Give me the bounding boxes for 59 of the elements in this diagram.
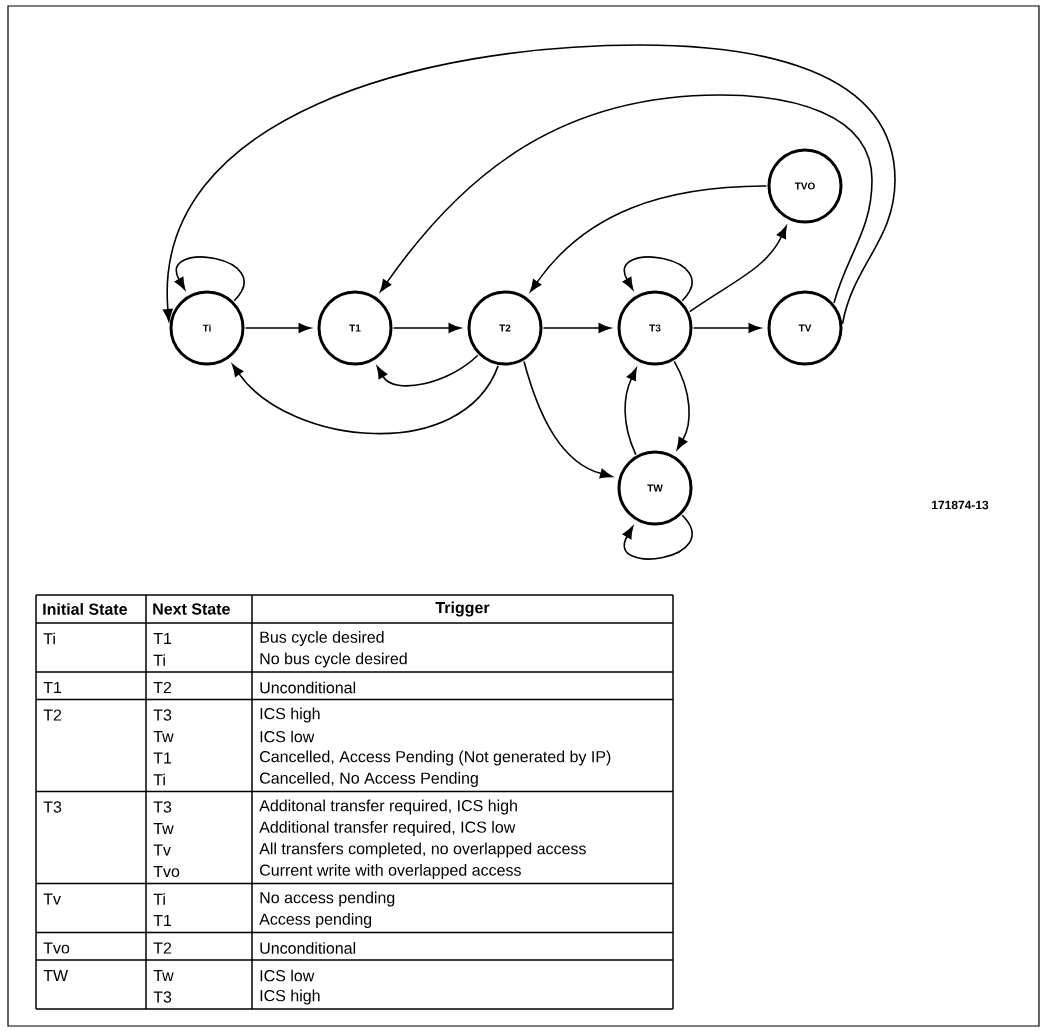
table-cell: ICS high — [260, 989, 320, 1005]
arrow — [692, 323, 761, 333]
table-cell: ICS high — [260, 707, 320, 723]
self-loop-arrow — [622, 514, 693, 560]
self-loop-arrow — [622, 256, 693, 302]
table-cell: T3 — [153, 709, 172, 721]
table-cell: No bus cycle desired — [260, 652, 407, 668]
table-cell: T3 — [153, 801, 172, 813]
table-cell: T2 — [153, 942, 172, 954]
table-cell: Tv — [153, 844, 171, 856]
table-cell: Bus cycle desired — [260, 631, 384, 646]
arrow — [523, 360, 613, 479]
table-cell: T1 — [43, 682, 62, 693]
table-cell: All transfers completed, no overlapped access — [259, 842, 586, 858]
table-cell: Ti — [43, 632, 55, 645]
arrow — [392, 323, 461, 333]
arrow — [244, 323, 311, 333]
table-cell: Ti — [153, 654, 165, 666]
table-header: Trigger — [435, 601, 490, 617]
arrow — [163, 44, 896, 325]
arrow — [542, 323, 611, 333]
table-cell: Current write with overlapped access — [260, 864, 521, 879]
table-cell: Tvo — [43, 942, 70, 954]
arrow — [689, 225, 787, 313]
table-header: Next State — [153, 603, 230, 615]
arrow — [379, 94, 873, 304]
self-loop-arrow — [174, 256, 245, 302]
table-cell: Additional transfer required, ICS low — [259, 821, 516, 836]
table-cell: Tv — [43, 893, 61, 905]
table-cell: Tw — [153, 823, 174, 834]
table-cell: T2 — [153, 681, 172, 694]
table-cell: Unconditional — [260, 942, 356, 954]
table-cell: ICS low — [260, 730, 315, 743]
table-cell: TW — [43, 970, 68, 981]
table-cell: Cancelled, Access Pending (Not generated by IP) — [260, 750, 611, 766]
arrow — [624, 367, 637, 456]
table-cell: Additonal transfer required, ICS high — [259, 799, 517, 815]
table-cell: T1 — [153, 633, 172, 644]
table-cell: T1 — [153, 915, 172, 926]
arrow — [673, 360, 690, 450]
table-cell: T1 — [153, 752, 172, 764]
table-cell: No access pending — [260, 891, 395, 907]
table-cell: Ti — [153, 773, 165, 786]
table-cell: Ti — [153, 893, 165, 905]
table-cell: ICS low — [260, 969, 315, 982]
table-cell: Access pending — [259, 913, 372, 928]
table-cell: Tw — [153, 731, 174, 742]
figure-number: 171874-13 — [932, 500, 989, 510]
table-cell: Tw — [153, 970, 174, 981]
table-cell: T2 — [43, 709, 62, 721]
arrow — [529, 185, 768, 293]
table-cell: Cancelled, No Access Pending — [260, 772, 478, 787]
arrow — [231, 363, 499, 435]
arrow — [376, 354, 479, 387]
table-cell: Unconditional — [260, 681, 356, 694]
table-header: Initial State — [43, 603, 127, 615]
table-cell: Tvo — [153, 865, 180, 878]
table-cell: T3 — [153, 991, 172, 1003]
table-cell: T3 — [43, 801, 62, 813]
